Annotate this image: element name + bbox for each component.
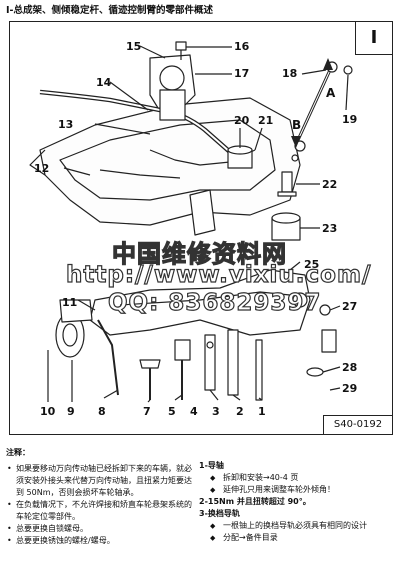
note-item: 总要更换锈蚀的螺栓/螺母。	[7, 535, 194, 547]
section-marker: I	[355, 22, 392, 55]
part-label-19: 19	[342, 113, 358, 126]
part-2-title: 2-15Nm 并且扭转超过 90°。	[199, 497, 311, 506]
part-1-detail: 拆卸和安装→40-4 页	[199, 472, 399, 484]
part-label-20: 20	[234, 114, 250, 127]
part-1-detail: 延伸孔只用来调整车轮外倾角！	[199, 484, 399, 496]
page-title: I-总成架、侧倾稳定杆、循迹控制臂的零部件概述	[6, 5, 213, 16]
part-label-4: 4	[190, 405, 198, 418]
note-item: 总要更换自锁螺母。	[7, 523, 194, 535]
part-label-15: 15	[126, 40, 142, 53]
part-label-5: 5	[168, 405, 176, 418]
part-label-9: 9	[67, 405, 75, 418]
notes-section: 注释： 如果要移动万向传动轴已经拆卸下来的车辆，就必须安装外接头来代替万向传动轴…	[6, 447, 194, 547]
part-3-detail: 分配→备件目录	[199, 532, 399, 544]
part-label-22: 22	[322, 178, 338, 191]
part-label-11: 11	[62, 296, 78, 309]
part-label-1: 1	[258, 405, 266, 418]
part-label-29: 29	[342, 382, 358, 395]
part-3-detail: 一根铀上的换档导轨必须具有相同的设计	[199, 520, 399, 532]
note-item: 如果要移动万向传动轴已经拆卸下来的车辆，就必须安装外接头来代替万向传动轴，且扭紧…	[7, 463, 194, 499]
part-3-title: 3-换档导轨	[199, 509, 240, 518]
part-label-13: 13	[58, 118, 74, 131]
part-label-17: 17	[234, 67, 250, 80]
part-label-23: 23	[322, 222, 338, 235]
part-label-21: 21	[258, 114, 274, 127]
part-label-10: 10	[40, 405, 56, 418]
parts-list: 1-导轴 拆卸和安装→40-4 页 延伸孔只用来调整车轮外倾角！ 2-15Nm …	[199, 460, 399, 544]
watermark-site-name: 中国维修资料网	[111, 239, 287, 268]
part-label-12: 12	[34, 162, 50, 175]
part-label-14: 14	[96, 76, 112, 89]
figure-id: S40-0192	[323, 415, 392, 434]
watermark-qq: QQ: 836829397	[107, 289, 322, 316]
part-label-8: 8	[98, 405, 106, 418]
arrow-label-b: B	[292, 118, 302, 132]
watermark-url: http://www.vixiu.com/	[65, 261, 372, 288]
note-item: 在负载情况下，不允许焊接和矫直车轮悬架系统的车轮定位零部件。	[7, 499, 194, 523]
part-label-16: 16	[234, 40, 250, 53]
part-label-25: 25	[304, 258, 320, 271]
part-label-2: 2	[236, 405, 244, 418]
part-label-18: 18	[282, 67, 298, 80]
part-label-27: 27	[342, 300, 358, 313]
part-1-title: 1-导轴	[199, 461, 224, 470]
exploded-parts-diagram	[29, 41, 353, 403]
arrow-label-a: A	[326, 86, 336, 100]
notes-heading: 注释：	[6, 448, 30, 457]
part-label-7: 7	[143, 405, 151, 418]
diagram-frame: I S40-0192	[9, 21, 393, 435]
part-label-28: 28	[342, 361, 358, 374]
part-label-3: 3	[212, 405, 220, 418]
